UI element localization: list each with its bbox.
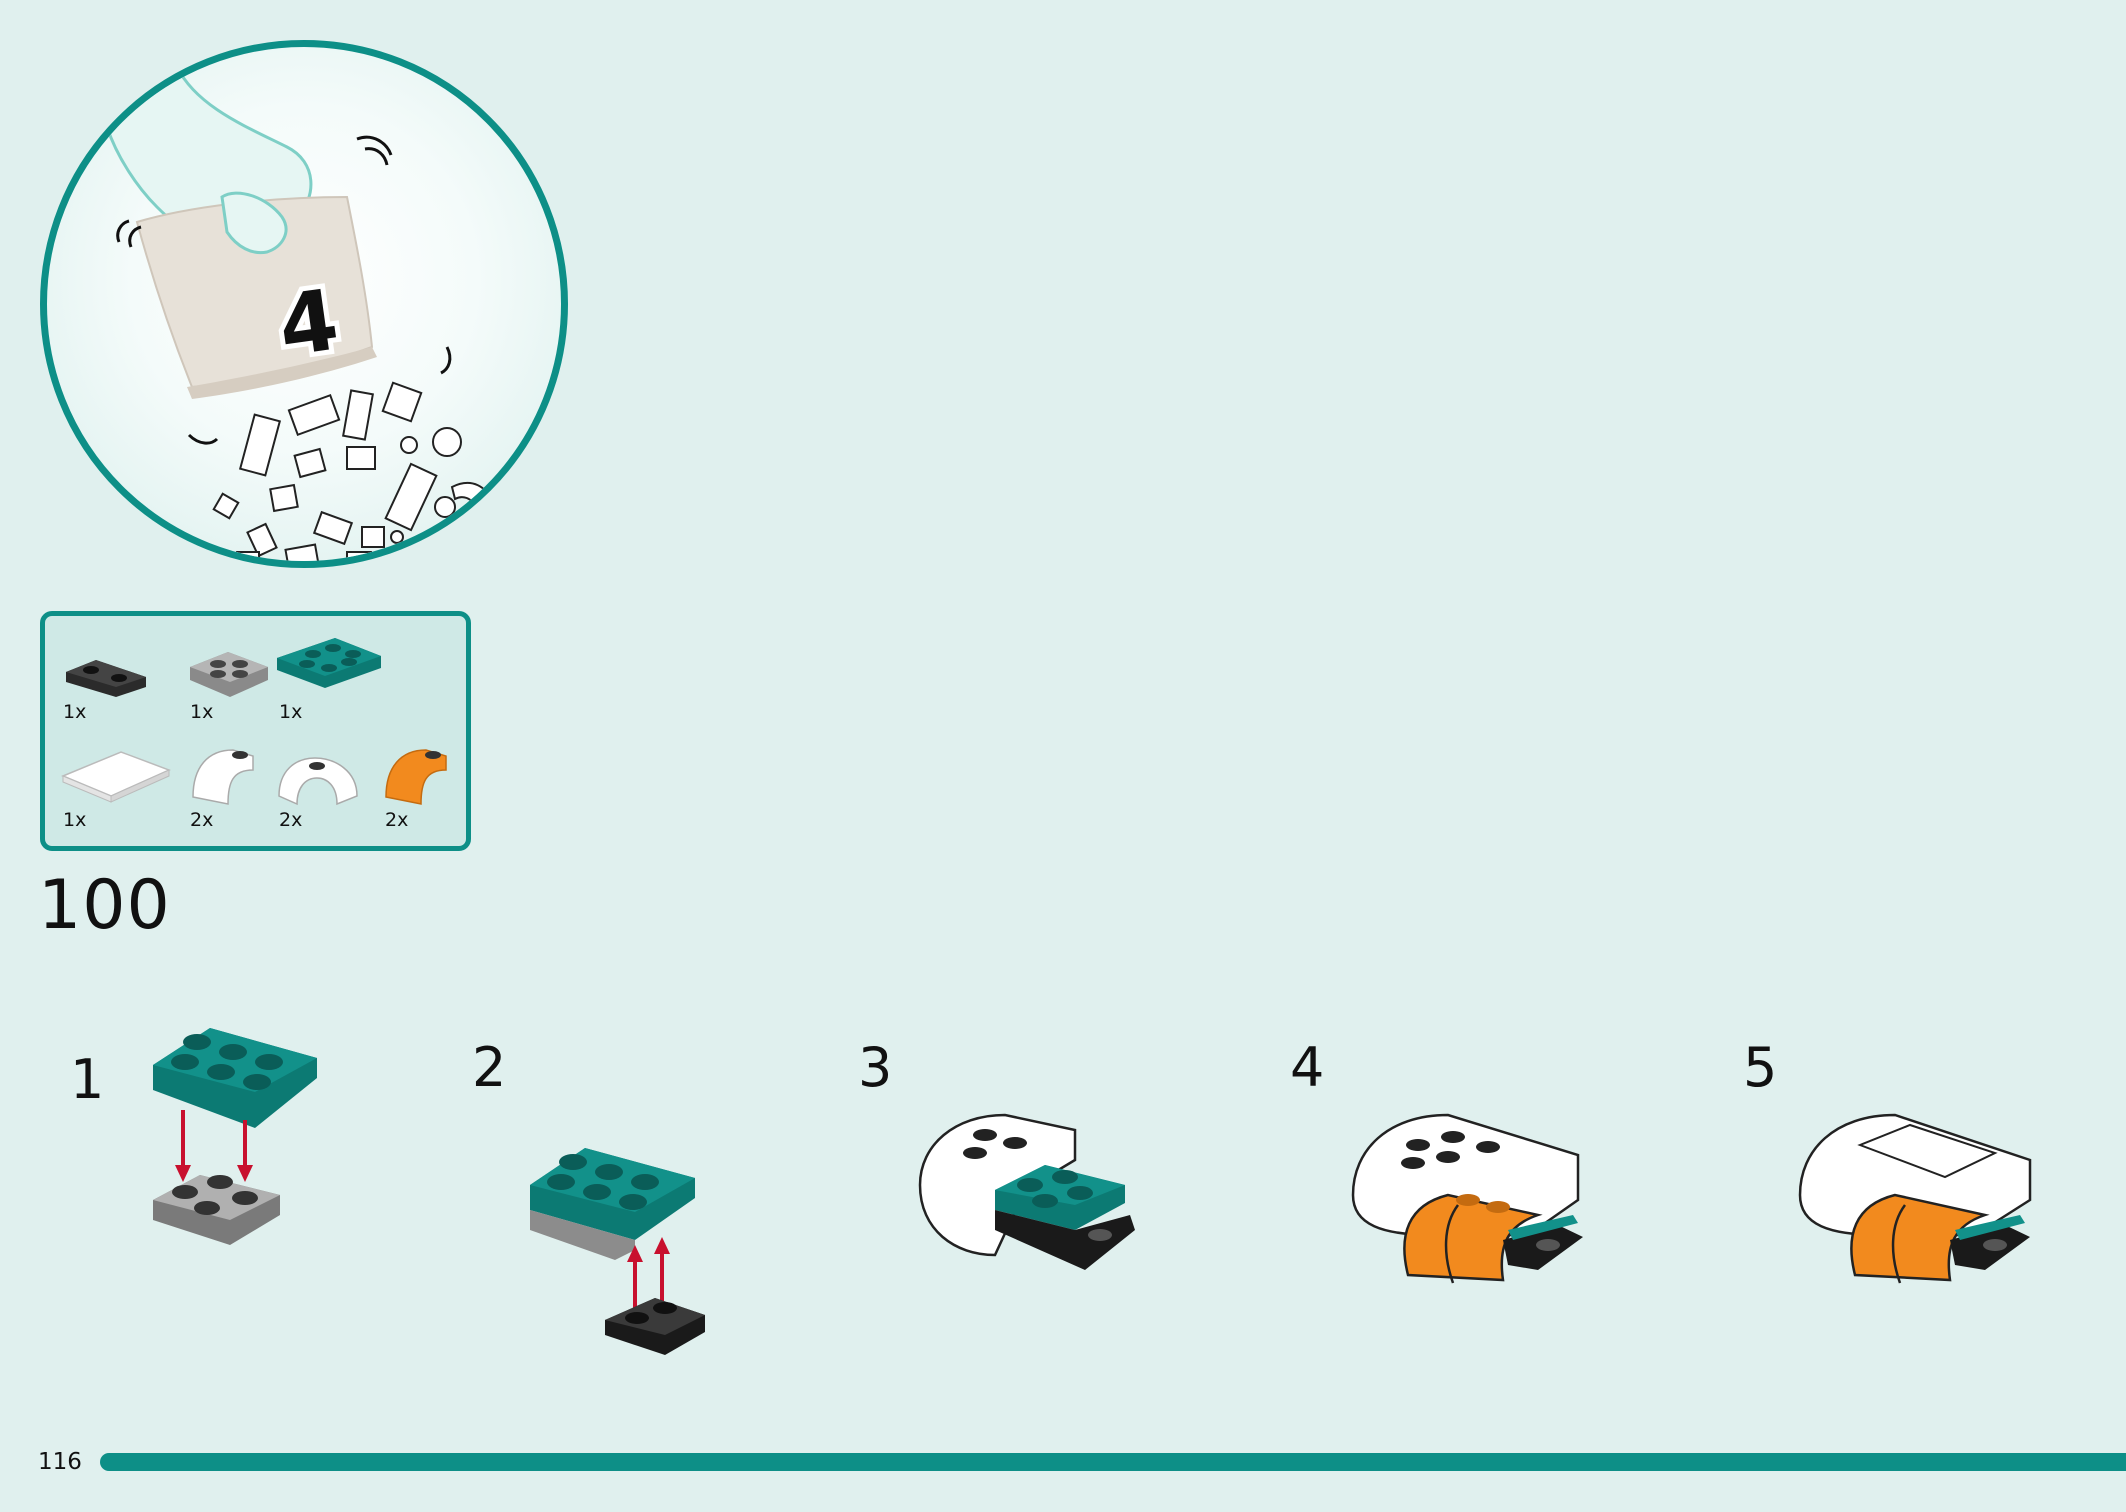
grey-plate-icon bbox=[190, 652, 268, 697]
page-number: 116 bbox=[38, 1449, 82, 1475]
white-tile-icon bbox=[61, 751, 171, 803]
part-qty: 2x bbox=[279, 809, 303, 831]
parts-list: 1x 1x 1x 1x 2x 2x 2x bbox=[40, 611, 471, 851]
step-4-illustration bbox=[1351, 1113, 1583, 1284]
step-number-2: 2 bbox=[472, 1036, 507, 1099]
part-qty: 1x bbox=[63, 809, 87, 831]
step-group-number: 100 bbox=[38, 866, 171, 945]
part-qty: 2x bbox=[190, 809, 214, 831]
part-qty: 2x bbox=[385, 809, 409, 831]
orange-curved-slope-icon bbox=[385, 749, 447, 805]
part-qty: 1x bbox=[63, 701, 87, 723]
step-number-4: 4 bbox=[1290, 1036, 1325, 1099]
part-qty: 1x bbox=[190, 701, 214, 723]
part-qty: 1x bbox=[279, 701, 303, 723]
step-5-illustration bbox=[1798, 1113, 2032, 1284]
bag-illustration: 4 bbox=[105, 66, 494, 561]
white-curved-slope-icon bbox=[192, 749, 254, 805]
step-1-illustration bbox=[153, 1028, 317, 1245]
step-number-3: 3 bbox=[858, 1036, 893, 1099]
step-2-illustration bbox=[530, 1148, 705, 1355]
footer-bar bbox=[100, 1453, 2126, 1471]
falling-bricks bbox=[212, 381, 494, 561]
black-corner-plate-icon bbox=[66, 660, 146, 697]
step-number-5: 5 bbox=[1743, 1036, 1778, 1099]
teal-plate-icon bbox=[277, 638, 381, 688]
bag-circle: 4 bbox=[40, 40, 568, 568]
step-3-illustration bbox=[918, 1113, 1135, 1270]
white-double-curve-icon bbox=[278, 757, 358, 806]
step-number-1: 1 bbox=[70, 1048, 105, 1111]
